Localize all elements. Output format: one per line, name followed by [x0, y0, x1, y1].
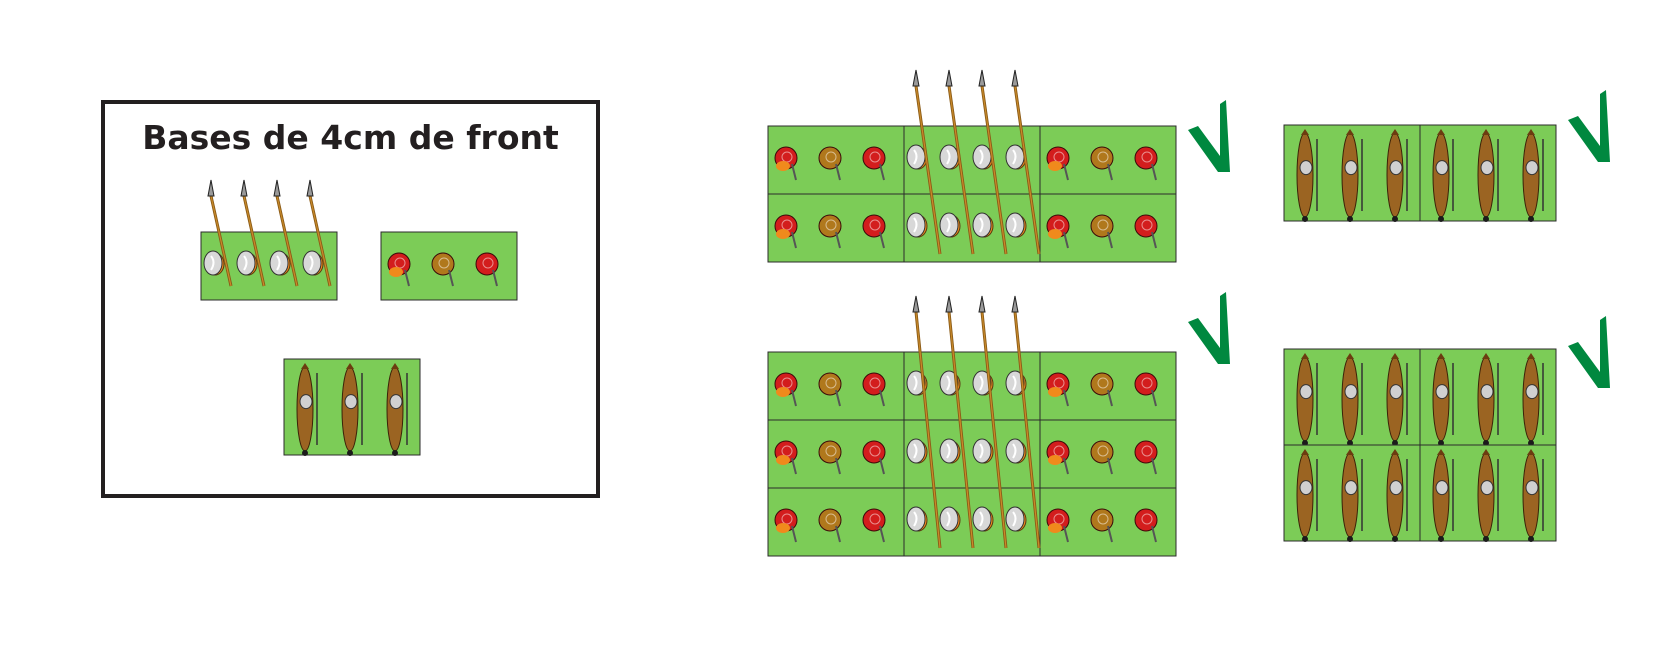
- checkmarks-layer: [1188, 90, 1610, 388]
- cav-base: [1419, 348, 1557, 446]
- pike-base: [200, 231, 338, 301]
- pike-shafts: [207, 179, 332, 287]
- shot-base: [767, 487, 905, 557]
- shot-base: [1039, 351, 1177, 421]
- cav-base: [1283, 444, 1421, 542]
- pike-base: [903, 419, 1041, 489]
- legend-box: Bases de 4cm de front: [101, 100, 600, 498]
- shot-base: [1039, 419, 1177, 489]
- legend-title: Bases de 4cm de front: [142, 118, 559, 157]
- checkmark-icon: [1188, 100, 1230, 172]
- shot-base: [767, 351, 905, 421]
- shot-base: [1039, 125, 1177, 195]
- cav-base: [283, 358, 421, 456]
- checkmark-icon: [1188, 292, 1230, 364]
- shot-base: [1039, 487, 1177, 557]
- cav-base: [1283, 124, 1421, 222]
- checkmark-icon: [1568, 90, 1610, 162]
- cav-base: [1419, 444, 1557, 542]
- pike-shafts: [912, 295, 1041, 549]
- shot-base: [1039, 193, 1177, 263]
- checkmark-icon: [1568, 316, 1610, 388]
- shot-base: [380, 231, 518, 301]
- bases-layer: [200, 124, 1557, 557]
- shot-base: [767, 419, 905, 489]
- shot-base: [767, 193, 905, 263]
- pike-shafts-layer: [207, 69, 1041, 549]
- cav-base: [1419, 124, 1557, 222]
- shot-base: [767, 125, 905, 195]
- pike-shafts: [912, 69, 1041, 255]
- cav-base: [1283, 348, 1421, 446]
